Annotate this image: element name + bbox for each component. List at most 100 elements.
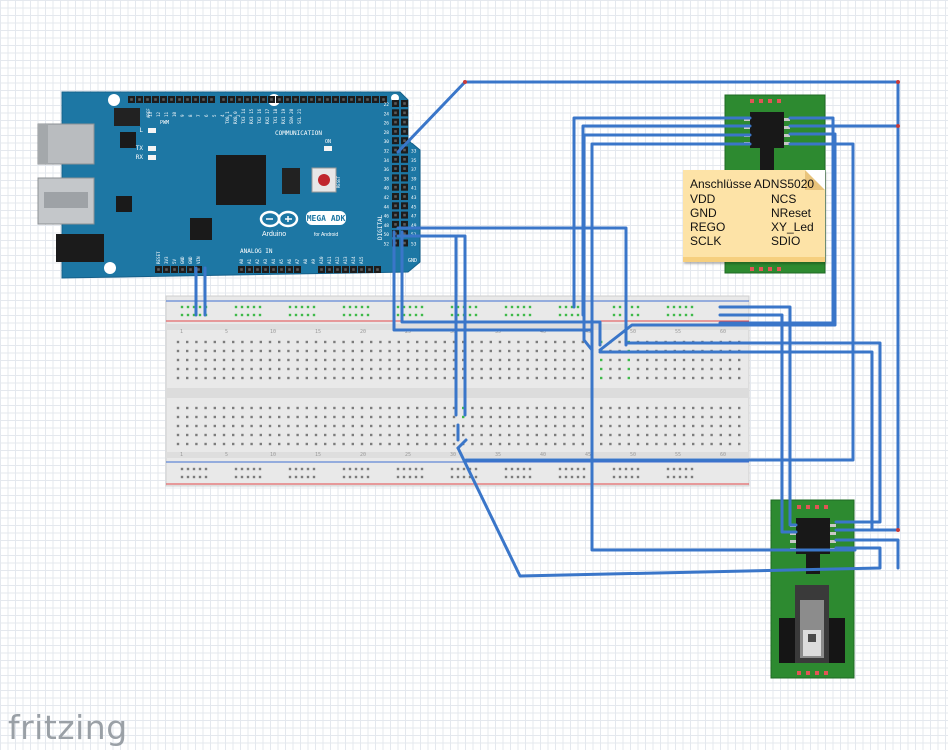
breadboard-hole [397, 406, 400, 410]
rail-hole [186, 475, 190, 479]
breadboard-hole [526, 340, 529, 344]
rail-hole [342, 475, 346, 479]
breadboard-hole [351, 376, 354, 380]
rail-hole [630, 305, 634, 309]
breadboard-hole [425, 415, 428, 419]
wire[interactable] [718, 116, 835, 325]
pin-label: 29 [411, 130, 417, 136]
breadboard-hole [388, 406, 391, 410]
rail-hole [180, 305, 184, 309]
rail-hole [468, 313, 472, 317]
breadboard-hole [489, 415, 492, 419]
breadboard-hole [728, 376, 732, 380]
wire[interactable] [396, 234, 458, 417]
breadboard-hole [195, 424, 198, 428]
breadboard-hole [710, 424, 713, 428]
breadboard-hole [342, 367, 345, 371]
wire[interactable] [400, 230, 602, 347]
breadboard-hole [397, 367, 400, 371]
pin-label: A4 [271, 258, 276, 264]
rail-hole [528, 467, 532, 471]
wire[interactable] [624, 341, 882, 524]
breadboard-hole [360, 349, 364, 353]
wire[interactable] [834, 538, 900, 570]
pin-label: A15 [359, 256, 364, 264]
wire[interactable] [456, 438, 468, 450]
breadboard-hole [471, 433, 474, 437]
rail-hole [612, 305, 616, 309]
breadboard-hole [195, 367, 198, 371]
rail-hole [312, 467, 316, 471]
breadboard-hole [278, 406, 281, 410]
wire[interactable] [590, 142, 857, 552]
wire[interactable] [572, 116, 752, 309]
breadboard-hole [471, 367, 474, 371]
pin-label: 24 [384, 111, 390, 117]
breadboard-hole [554, 367, 557, 371]
pin-label: 47 [411, 214, 417, 220]
rail-hole [294, 467, 298, 471]
breadboard-hole [268, 340, 272, 344]
breadboard-hole [535, 406, 538, 410]
breadboard-hole [241, 442, 244, 446]
wire[interactable] [718, 313, 798, 534]
breadboard-hole [296, 415, 299, 419]
wire[interactable] [464, 142, 855, 462]
breadboard-hole [544, 340, 548, 344]
wire[interactable] [718, 305, 798, 527]
breadboard-hole [176, 376, 180, 380]
breadboard-hole [498, 415, 502, 419]
note-right-label: XY_Led [771, 220, 814, 234]
rail-hole [420, 467, 424, 471]
breadboard-hole [655, 376, 658, 380]
rail-hole [570, 313, 574, 317]
arduino-mega-adk-board[interactable]: Arduino MEGA ADK for Android COMMUNICATI… [37, 91, 421, 279]
breadboard-hole [241, 358, 244, 362]
icsp-header [114, 108, 140, 126]
wire[interactable] [598, 350, 874, 532]
breadboard-hole [305, 349, 308, 353]
pin-label: 32 [384, 149, 390, 155]
pin-label: 41 [411, 186, 417, 192]
breadboard-hole [572, 376, 575, 380]
breadboard-hole [296, 358, 299, 362]
breadboard-hole [462, 349, 465, 353]
pinout-note[interactable]: Anschlüsse ADNS5020 VDD NCS GND NReset R… [683, 170, 825, 262]
rail-hole [360, 305, 364, 309]
rail-hole [612, 475, 616, 479]
breadboard-hole [609, 415, 612, 419]
breadboard-hole [526, 424, 529, 428]
rail-hole [528, 313, 532, 317]
rail-hole [402, 467, 406, 471]
digital-header-label: DIGITAL [377, 214, 384, 240]
pin-label: 2 [236, 114, 241, 117]
breadboard-hole [554, 376, 557, 380]
breadboard-hole [232, 367, 235, 371]
wire[interactable] [598, 132, 837, 352]
rail-hole [312, 305, 316, 309]
breadboard-hole [425, 406, 428, 410]
breadboard-hole [738, 367, 741, 371]
breadboard-hole [305, 424, 308, 428]
breadboard-hole [443, 349, 446, 353]
pin-label: TX0 1 [225, 111, 230, 124]
breadboard-hole [314, 424, 318, 428]
breadboard-hole [581, 358, 584, 362]
breadboard-hole [443, 415, 446, 419]
column-number: 25 [405, 329, 411, 335]
wire[interactable] [396, 226, 628, 347]
breadboard-hole [176, 424, 180, 428]
rail-hole [288, 305, 292, 309]
breadboard-hole [728, 415, 732, 419]
breadboard-hole [425, 367, 428, 371]
breadboard-hole [250, 349, 253, 353]
wire[interactable] [456, 446, 882, 578]
breadboard-hole [682, 442, 686, 446]
breadboard-hole [406, 415, 410, 419]
rail-hole [300, 475, 304, 479]
brand-label: Arduino [262, 231, 286, 238]
rail-hole [246, 313, 250, 317]
breadboard-hole [370, 376, 373, 380]
wire[interactable] [582, 133, 752, 352]
breadboard-hole [370, 367, 373, 371]
